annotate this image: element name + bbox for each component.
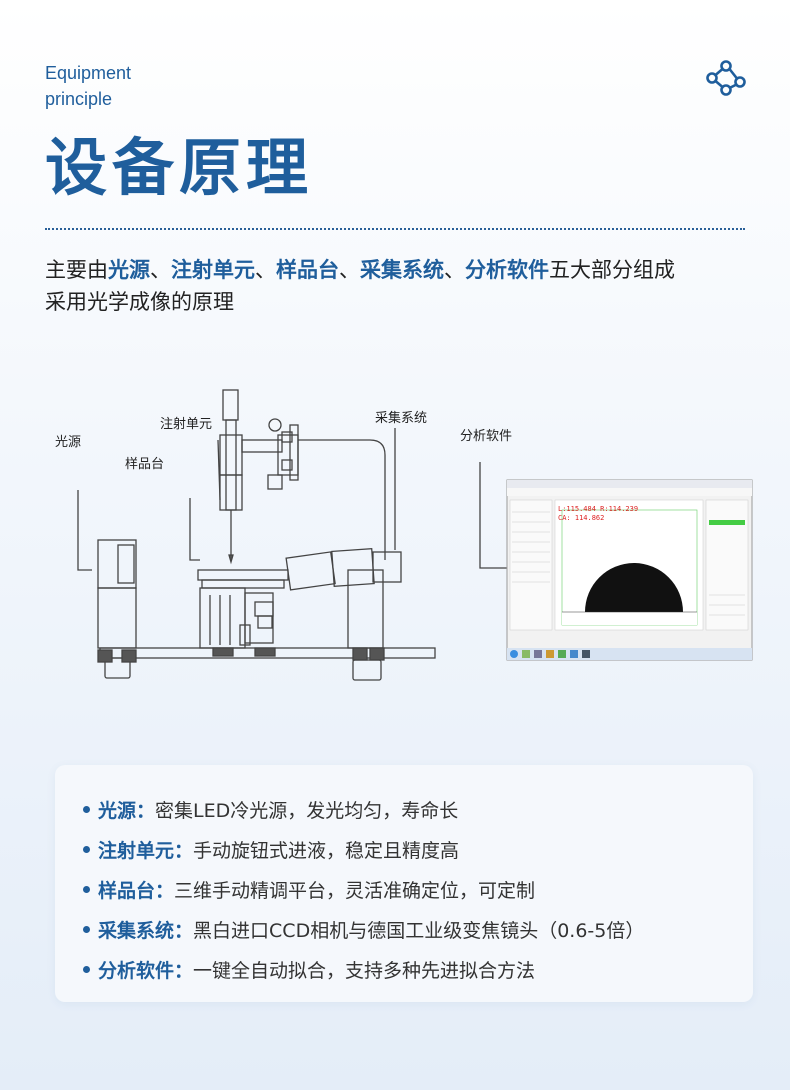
feature-item: 样品台： 三维手动精调平台，灵活准确定位，可定制 [83,869,753,909]
eyebrow: Equipment principle [45,60,131,112]
intro-sep: 、 [255,258,276,282]
feature-label: 分析软件 [98,959,175,982]
feature-colon: ： [155,879,175,902]
feature-colon: ： [174,959,194,982]
page-title: 设备原理 [45,131,314,204]
software-screenshot: L:115.484 R:114.239 CA: 114.862 [506,479,753,661]
feature-desc: 密集LED冷光源，发光均匀，寿命长 [155,799,459,822]
intro-line1: 主要由光源、注射单元、样品台、采集系统、分析软件五大部分组成 [45,254,750,286]
feature-item: 分析软件： 一键全自动拟合，支持多种先进拟合方法 [83,949,753,989]
feature-colon: ： [174,919,194,942]
screen-readout1: L:115.484 R:114.239 [558,505,638,513]
bullet-icon [83,805,90,813]
label-software: 分析软件 [460,429,512,444]
intro-part: 光源 [108,258,150,282]
feature-label: 光源 [98,799,137,822]
eyebrow-line2: principle [45,89,113,109]
intro-sep: 、 [150,258,171,282]
intro-part: 采集系统 [360,258,444,282]
intro-part: 样品台 [276,258,339,282]
bullet-icon [83,885,90,893]
feature-item: 注射单元： 手动旋钮式进液，稳定且精度高 [83,829,753,869]
features-panel: 光源： 密集LED冷光源，发光均匀，寿命长 注射单元： 手动旋钮式进液，稳定且精… [55,765,753,1002]
intro-sep: 、 [339,258,360,282]
feature-desc: 手动旋钮式进液，稳定且精度高 [193,839,460,862]
label-injection: 注射单元 [160,416,212,432]
feature-label: 样品台 [98,879,156,902]
intro-part: 分析软件 [465,258,549,282]
feature-label: 采集系统 [98,919,175,942]
eyebrow-line1: Equipment [45,63,132,83]
intro-part: 注射单元 [171,258,255,282]
feature-item: 光源： 密集LED冷光源，发光均匀，寿命长 [83,789,753,829]
bullet-icon [83,845,90,853]
share-icon[interactable] [704,60,746,100]
intro-line2: 采用光学成像的原理 [45,290,234,314]
feature-desc: 黑白进口CCD相机与德国工业级变焦镜头（0.6-5倍） [193,919,645,942]
divider [45,228,745,230]
intro-sep: 、 [444,258,465,282]
intro-text: 主要由光源、注射单元、样品台、采集系统、分析软件五大部分组成 采用光学成像的原理 [45,254,750,318]
equipment-diagram: 光源 注射单元 样品台 采集系统 分析软件 L:115.484 R:114.23… [55,389,753,681]
feature-colon: ： [136,799,156,822]
feature-desc: 三维手动精调平台，灵活准确定位，可定制 [174,879,536,902]
intro-prefix: 主要由 [45,258,108,282]
label-stage: 样品台 [125,457,164,472]
feature-item: 采集系统： 黑白进口CCD相机与德国工业级变焦镜头（0.6-5倍） [83,909,753,949]
feature-colon: ： [174,839,194,862]
label-light: 光源 [55,435,81,450]
bullet-icon [83,925,90,933]
label-capture: 采集系统 [375,410,427,426]
screen-readout2: CA: 114.862 [558,514,604,522]
bullet-icon [83,965,90,973]
feature-label: 注射单元 [98,839,175,862]
intro-suffix: 五大部分组成 [549,258,675,282]
feature-desc: 一键全自动拟合，支持多种先进拟合方法 [193,959,536,982]
